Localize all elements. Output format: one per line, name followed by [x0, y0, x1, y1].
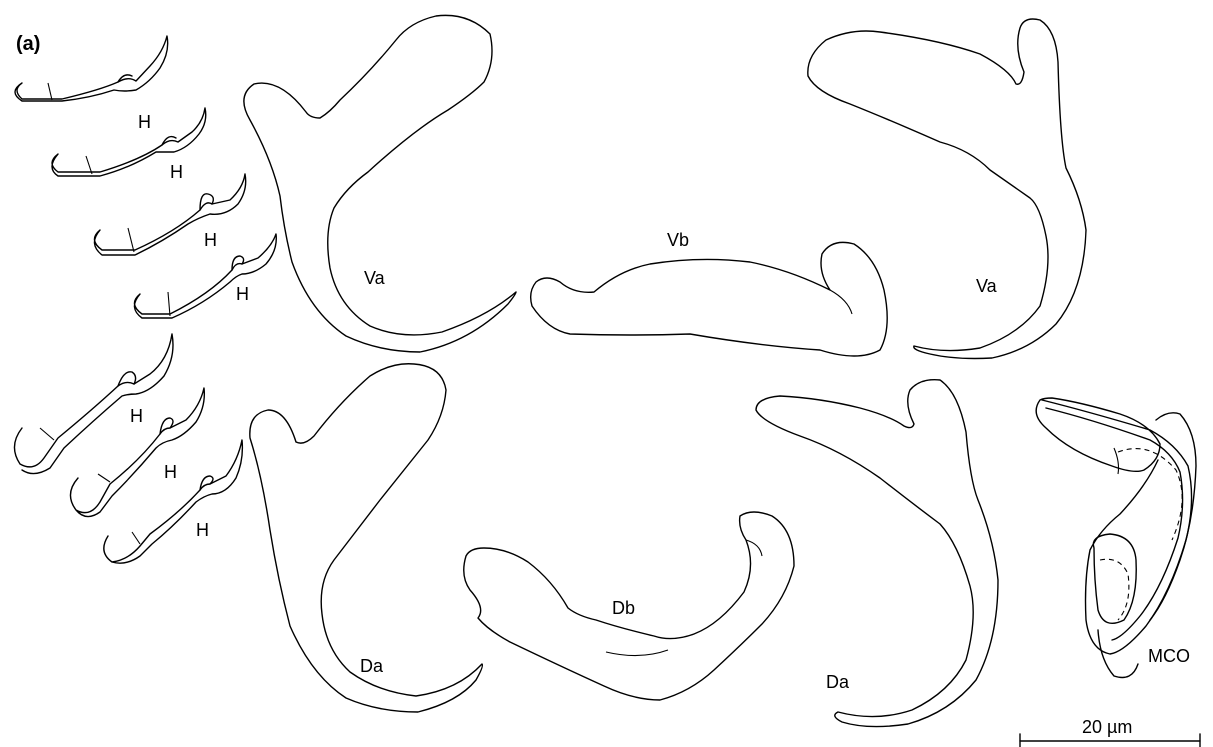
hook-label-2: H: [170, 162, 183, 182]
hook-label-3: H: [204, 230, 217, 250]
ventral-bar: Vb: [529, 230, 888, 357]
ventral-anchor-left: Va: [243, 14, 517, 353]
dorsal-bar: Db: [463, 511, 795, 701]
ventral-bar-label: Vb: [667, 230, 689, 250]
hook-group-lower: H H H: [13, 333, 244, 564]
hook-4: [133, 233, 277, 319]
hook-3: [93, 173, 247, 256]
hook-6: [69, 387, 206, 518]
panel-label: (a): [16, 33, 40, 55]
scale-bar: 20 µm: [1019, 717, 1201, 747]
dorsal-anchor-label-right: Da: [826, 672, 850, 692]
dorsal-anchor-right: Da: [755, 379, 999, 728]
dorsal-anchor-label-left: Da: [360, 656, 384, 676]
hook-7: [103, 439, 244, 564]
hook-label-6: H: [164, 462, 177, 482]
hook-group-upper: H H H H: [14, 35, 277, 319]
hook-label-1: H: [138, 112, 151, 132]
hook-label-7: H: [196, 520, 209, 540]
ventral-anchor-right: Va: [807, 18, 1087, 360]
dorsal-bar-label: Db: [612, 598, 635, 618]
ventral-anchor-label-left: Va: [364, 268, 386, 288]
hook-label-5: H: [130, 406, 143, 426]
hook-2: [51, 107, 207, 177]
hook-label-4: H: [236, 284, 249, 304]
mco-label: MCO: [1148, 646, 1190, 666]
scale-bar-label: 20 µm: [1082, 717, 1132, 737]
ventral-anchor-label-right: Va: [976, 276, 998, 296]
hook-1: [14, 35, 169, 102]
dorsal-anchor-left: Da: [249, 363, 484, 713]
hook-5: [13, 333, 174, 475]
male-copulatory-organ: MCO: [1035, 397, 1197, 679]
